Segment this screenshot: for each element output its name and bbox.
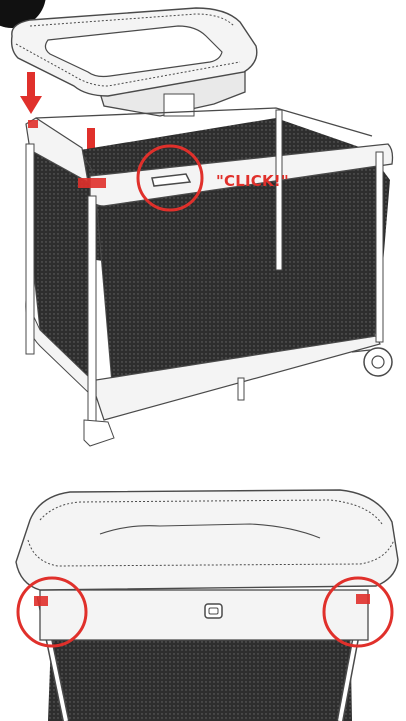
- click-annotation: "CLICK!": [216, 172, 289, 190]
- playard-frame: [26, 108, 393, 446]
- down-arrow-icon: [20, 72, 42, 114]
- bassinet-insert: [12, 8, 257, 116]
- playard-closeup: [16, 490, 398, 721]
